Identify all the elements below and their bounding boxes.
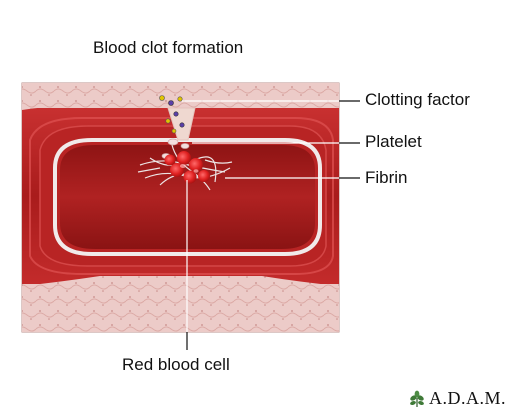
leader-lines [182,100,340,332]
label-red-blood-cell: Red blood cell [122,355,230,374]
label-fibrin: Fibrin [365,168,408,187]
vessel-lining [53,138,322,256]
label-clotting-factor: Clotting factor [365,90,470,109]
adam-logo: A.D.A.M. [408,388,506,409]
label-platelet: Platelet [365,132,422,151]
diagram-title: Blood clot formation [93,38,244,57]
red-blood-cells [164,151,210,184]
leader-lines-outside [186,100,360,350]
platelets [161,138,190,159]
logo-text: A.D.A.M. [429,388,507,408]
clotting-factor-dots [159,95,185,134]
leaf-sprig-icon [410,390,424,407]
